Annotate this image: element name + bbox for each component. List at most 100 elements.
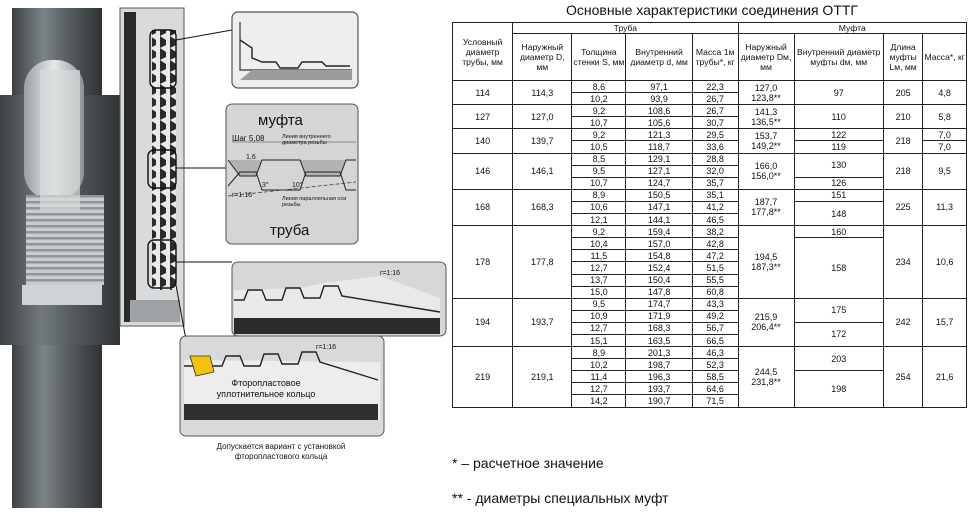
coupling-od-standard: 187,7 [754, 197, 778, 208]
coupling-od-standard: 244,5 [754, 366, 778, 377]
cell-coupling-id: 122 [793, 128, 884, 142]
cell-pipe-id: 124,7 [625, 176, 693, 190]
cell-pipe-id: 193,7 [625, 382, 693, 396]
header-coupling-mass: Масса*, кг [922, 33, 967, 81]
cell-pipe-id: 97,1 [625, 79, 693, 94]
cell-cond-diameter: 127 [451, 104, 514, 130]
cell-wall: 14,2 [571, 394, 627, 408]
cell-coupling-mass: 10,6 [922, 225, 967, 299]
cell-cond-diameter: 168 [451, 188, 514, 227]
label-inner-line: Линия внутреннего диаметра резьбы [282, 134, 331, 146]
cell-pipe-id: 168,3 [625, 321, 693, 335]
cell-mass-pipe: 51,5 [691, 261, 739, 275]
cell-wall: 9,2 [571, 128, 627, 142]
label-pipe: труба [270, 222, 310, 239]
cell-mass-pipe: 35,7 [691, 176, 739, 190]
cell-coupling-length: 218 [882, 128, 924, 154]
cell-coupling-length: 218 [882, 152, 924, 190]
header-coupling-length: Длина муфты Lм, мм [882, 33, 924, 81]
cell-wall: 12,7 [571, 321, 627, 335]
cell-pipe-id: 196,3 [625, 370, 693, 384]
cell-cond-diameter: 146 [451, 152, 514, 190]
label-dim-16: 1,6 [246, 154, 256, 161]
header-coupling-id: Внутренний диаметр муфты dм, мм [793, 33, 884, 81]
cell-coupling-id: 97 [793, 79, 884, 106]
coupling-od-standard: 153,7 [754, 130, 778, 141]
cell-pipe-id: 201,3 [625, 346, 693, 360]
cell-mass-pipe: 38,2 [691, 225, 739, 239]
coupling-od-standard: 141,3 [754, 106, 778, 117]
cell-coupling-length: 205 [882, 79, 924, 106]
cell-coupling-id: 148 [793, 200, 884, 227]
cell-mass-pipe: 28,8 [691, 152, 739, 166]
header-group-coupling: Муфта [737, 22, 968, 34]
cell-coupling-mass: 5,8 [922, 104, 967, 130]
cell-coupling-id: 203 [793, 346, 884, 372]
cell-coupling-mass: 15,7 [922, 297, 967, 348]
cell-cond-diameter: 140 [451, 128, 514, 154]
cell-coupling-id: 110 [793, 104, 884, 130]
cell-coupling-id: 160 [793, 225, 884, 239]
cell-coupling-mass: 4,8 [922, 79, 967, 106]
cell-wall: 10,7 [571, 116, 627, 130]
cell-wall: 8,9 [571, 346, 627, 360]
thread-drawing [0, 7, 447, 508]
cell-coupling-length: 225 [882, 188, 924, 227]
cell-wall: 11,5 [571, 249, 627, 263]
cell-coupling-mass: 21,6 [922, 346, 967, 408]
cell-pipe-id: 163,5 [625, 333, 693, 348]
cell-coupling-length: 234 [882, 225, 924, 299]
connection-illustration: муфта Шаг 5,08 Линия внутреннего диаметр… [0, 0, 450, 512]
cell-pipe-od: 168,3 [512, 188, 573, 227]
note-calculated: * – расчетное значение [452, 455, 604, 471]
cell-pipe-id: 150,4 [625, 273, 693, 287]
cell-pipe-id: 159,4 [625, 225, 693, 239]
label-ring: Фторопластовое уплотнительное кольцо [216, 378, 316, 399]
label-taper-profile: r=1:16 [232, 192, 253, 199]
cell-pipe-id: 152,4 [625, 261, 693, 275]
cell-mass-pipe: 46,5 [691, 213, 739, 227]
cell-pipe-id: 198,7 [625, 358, 693, 372]
cell-mass-pipe: 55,5 [691, 273, 739, 287]
cell-pipe-od: 114,3 [512, 79, 573, 106]
cell-pipe-id: 190,7 [625, 394, 693, 408]
cell-coupling-mass: 11,3 [922, 188, 967, 227]
cell-pipe-od: 139,7 [512, 128, 573, 154]
cell-wall: 10,7 [571, 176, 627, 190]
label-step: Шаг 5,08 [232, 134, 265, 143]
cell-pipe-id: 129,1 [625, 152, 693, 166]
ring-shape [189, 355, 215, 377]
coupling-od-special: 136,5** [751, 116, 781, 127]
coupling-od-special: 123,8** [751, 92, 781, 103]
cell-coupling-id: 151 [793, 188, 884, 202]
cell-cond-diameter: 114 [451, 79, 514, 106]
cell-pipe-id: 144,1 [625, 213, 693, 227]
cell-pipe-id: 150,5 [625, 188, 693, 202]
cell-wall: 10,5 [571, 140, 627, 154]
label-ring-note: Допускается вариант с установкой фторопл… [216, 442, 346, 461]
cell-wall: 12,7 [571, 382, 627, 396]
coupling-od-special: 149,2** [751, 140, 781, 151]
cell-wall: 15,0 [571, 285, 627, 299]
page-title: Основные характеристики соединения ОТТГ [565, 2, 859, 18]
cell-pipe-od: 127,0 [512, 104, 573, 130]
cell-mass-pipe: 60,8 [691, 285, 739, 299]
coupling-od-standard: 194,5 [754, 251, 778, 262]
cell-pipe-id: 171,9 [625, 309, 693, 323]
cell-coupling-id: 119 [793, 140, 884, 154]
